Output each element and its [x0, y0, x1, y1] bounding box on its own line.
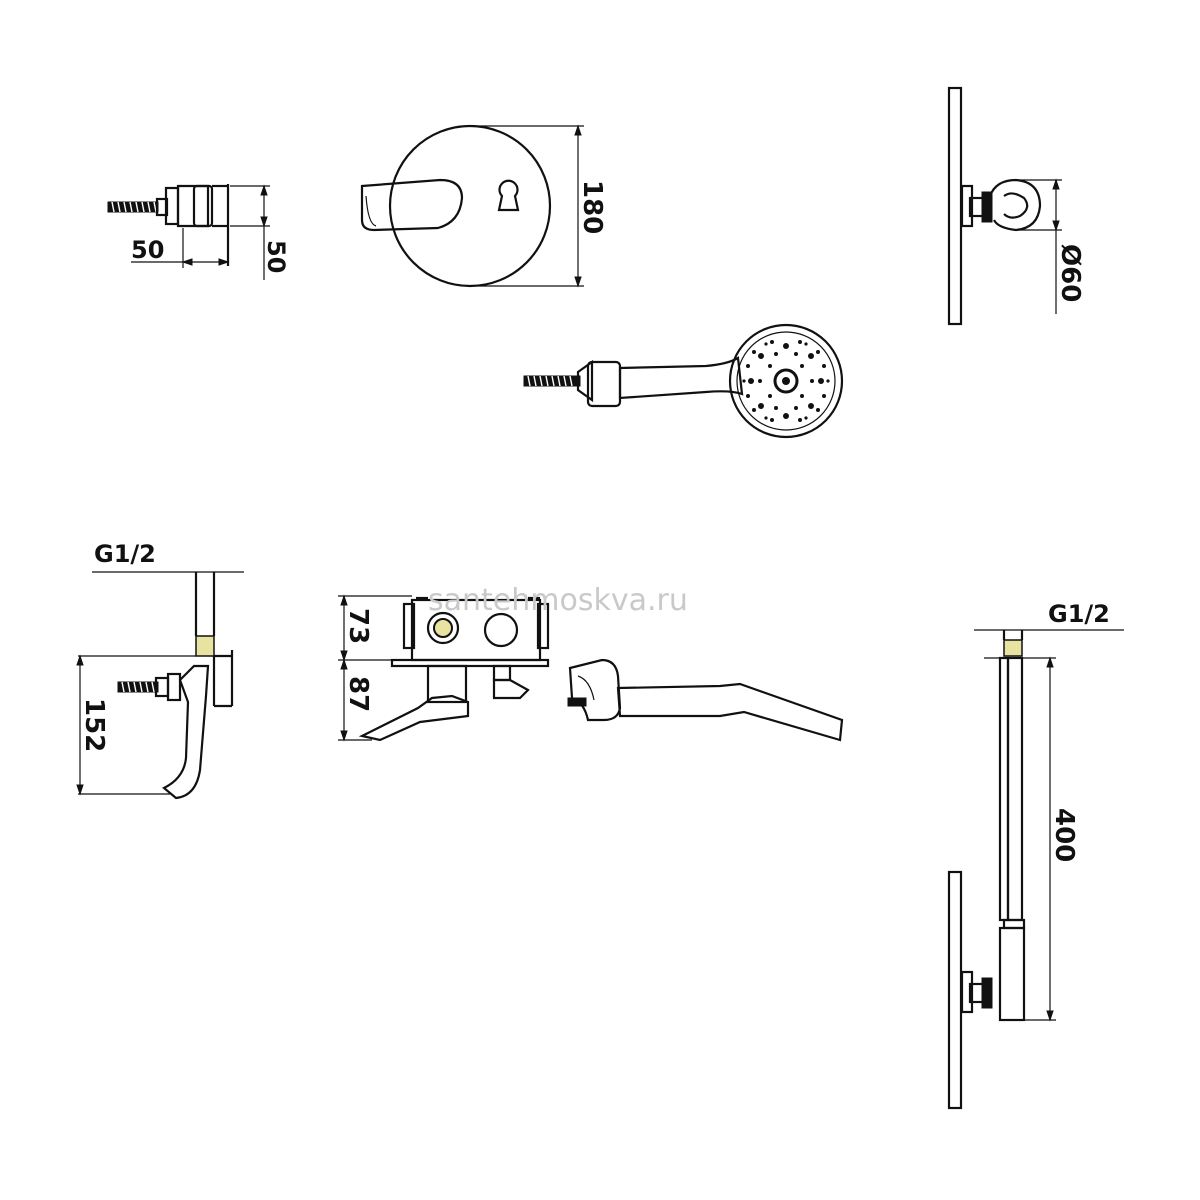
- rail-length-label: 400: [1049, 808, 1079, 862]
- hand-shower: [523, 323, 844, 439]
- hand-shower-side-view: [567, 658, 844, 742]
- holder-diameter-label: Ø60: [1055, 244, 1085, 302]
- rail-thread-label: G1/2: [1048, 600, 1110, 628]
- wall-hose-connector: 50 50: [107, 184, 290, 280]
- shower-hose-icon: [523, 375, 581, 387]
- connector-length-label: 50: [131, 236, 164, 264]
- bath-spout: G1/2 152: [76, 540, 244, 800]
- connector-height-label: 50: [262, 240, 290, 273]
- diverter-knob-icon: [497, 179, 520, 212]
- plate-diameter-label: 180: [577, 180, 607, 234]
- spout-thread-label: G1/2: [94, 540, 156, 568]
- body-upper-depth-label: 73: [343, 608, 373, 644]
- shower-rail: G1/2 400: [947, 600, 1124, 1110]
- spout-hose-icon: [117, 681, 159, 693]
- spout-height-label: 152: [79, 698, 109, 752]
- spray-nozzle-pattern: [742, 340, 830, 422]
- mixer-cover-plate: 180: [360, 124, 607, 288]
- wall-holder: Ø60: [947, 86, 1085, 326]
- watermark-text: santehmoskva.ru: [428, 583, 688, 618]
- lever-handle-icon: [360, 178, 464, 232]
- concealed-mixer-body: 73 87: [338, 594, 550, 742]
- hose-coil-icon: [107, 201, 159, 213]
- body-lower-depth-label: 87: [343, 676, 373, 712]
